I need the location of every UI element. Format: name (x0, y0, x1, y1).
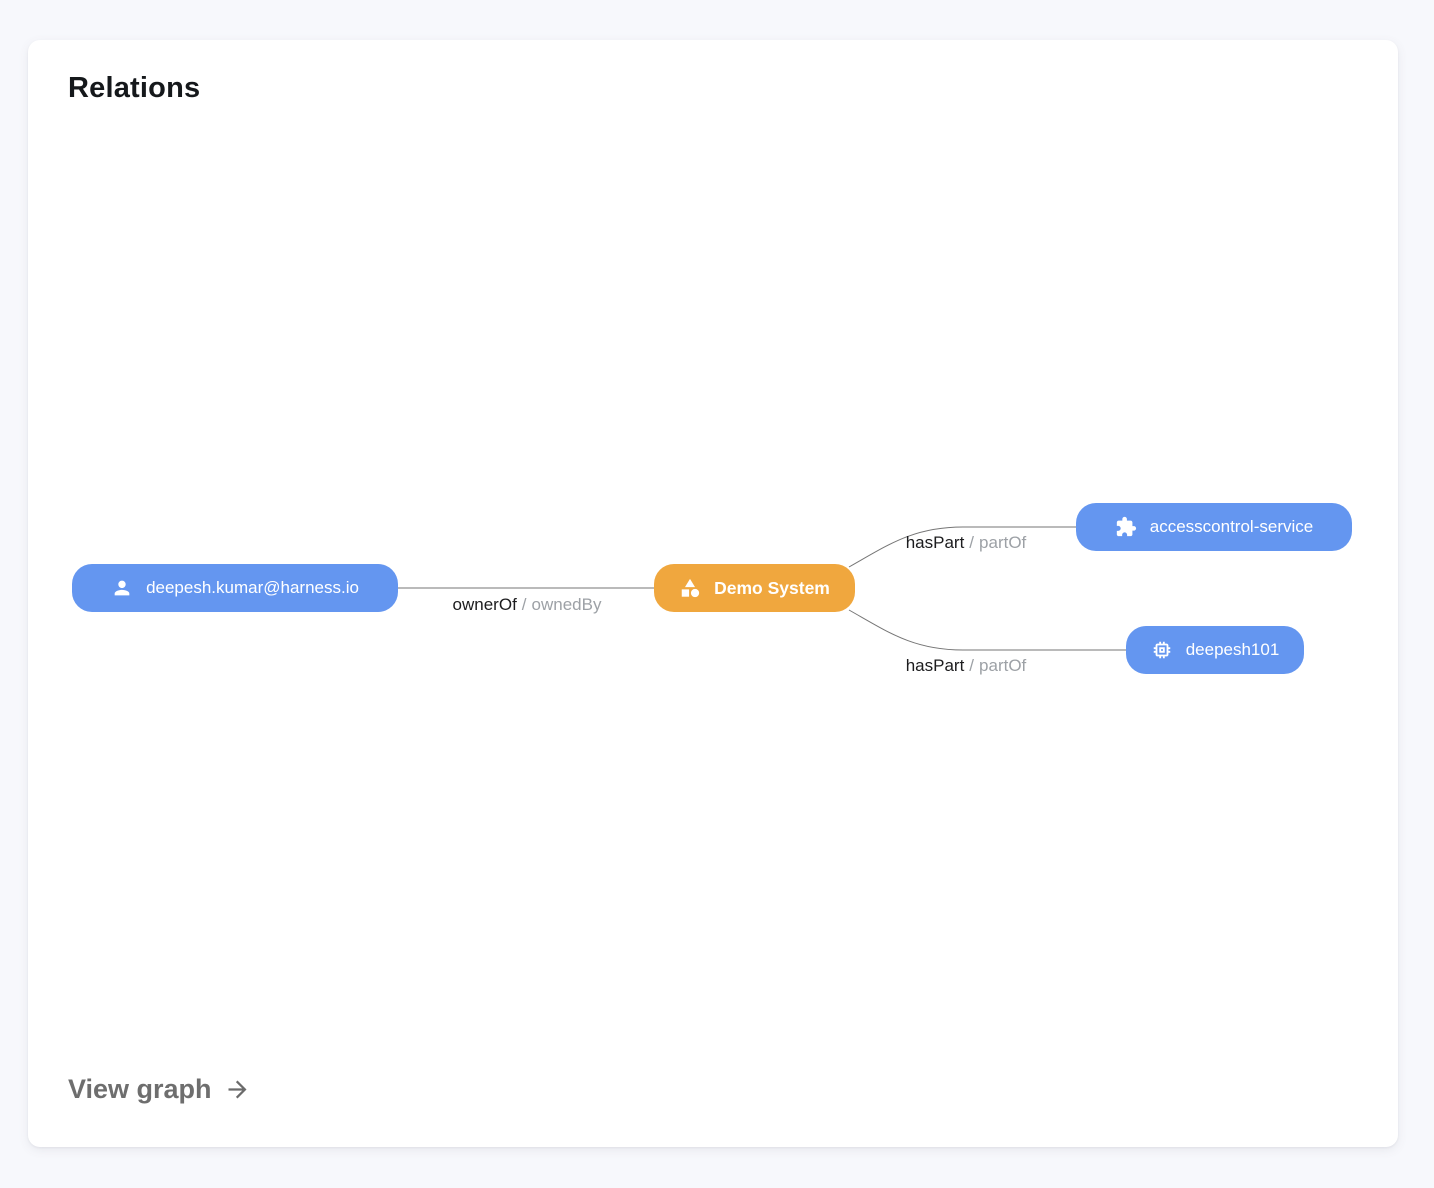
edge-haspart-bottom (848, 609, 1126, 651)
card-title: Relations (68, 72, 201, 104)
edge-label-separator: / (969, 533, 975, 552)
edge-label-reverse: partOf (979, 533, 1027, 552)
node-label: Demo System (714, 577, 830, 598)
edge-label-ownerof: ownerOf/ownedBy (453, 595, 602, 615)
edge-label-forward: hasPart (905, 656, 965, 675)
node-component[interactable]: deepesh101 (1126, 626, 1304, 674)
edge-label-reverse: ownedBy (531, 595, 602, 614)
node-service[interactable]: accesscontrol-service (1076, 503, 1352, 551)
person-icon (111, 577, 133, 599)
edge-label-reverse: partOf (979, 656, 1027, 675)
edge-label-separator: / (521, 595, 527, 614)
node-label: deepesh101 (1185, 640, 1280, 659)
puzzle-icon (1115, 516, 1137, 538)
node-user[interactable]: deepesh.kumar@harness.io (72, 564, 398, 612)
edge-label-haspart-top: hasPart/partOf (906, 533, 1027, 553)
relations-card: Relations ownerOf/ownedBy hasPart/partOf… (28, 40, 1398, 1147)
edge-label-forward: ownerOf (452, 595, 517, 614)
edge-label-separator: / (969, 656, 975, 675)
view-graph-link[interactable]: View graph (68, 1074, 251, 1105)
edge-label-haspart-bottom: hasPart/partOf (906, 656, 1027, 676)
arrow-right-icon (228, 1080, 247, 1099)
category-icon (679, 577, 701, 599)
node-system[interactable]: Demo System (654, 564, 855, 612)
chip-icon (1151, 639, 1173, 661)
edge-label-forward: hasPart (905, 533, 965, 552)
view-graph-label: View graph (68, 1074, 212, 1104)
node-label: deepesh.kumar@harness.io (146, 578, 359, 597)
node-label: accesscontrol-service (1149, 517, 1314, 536)
